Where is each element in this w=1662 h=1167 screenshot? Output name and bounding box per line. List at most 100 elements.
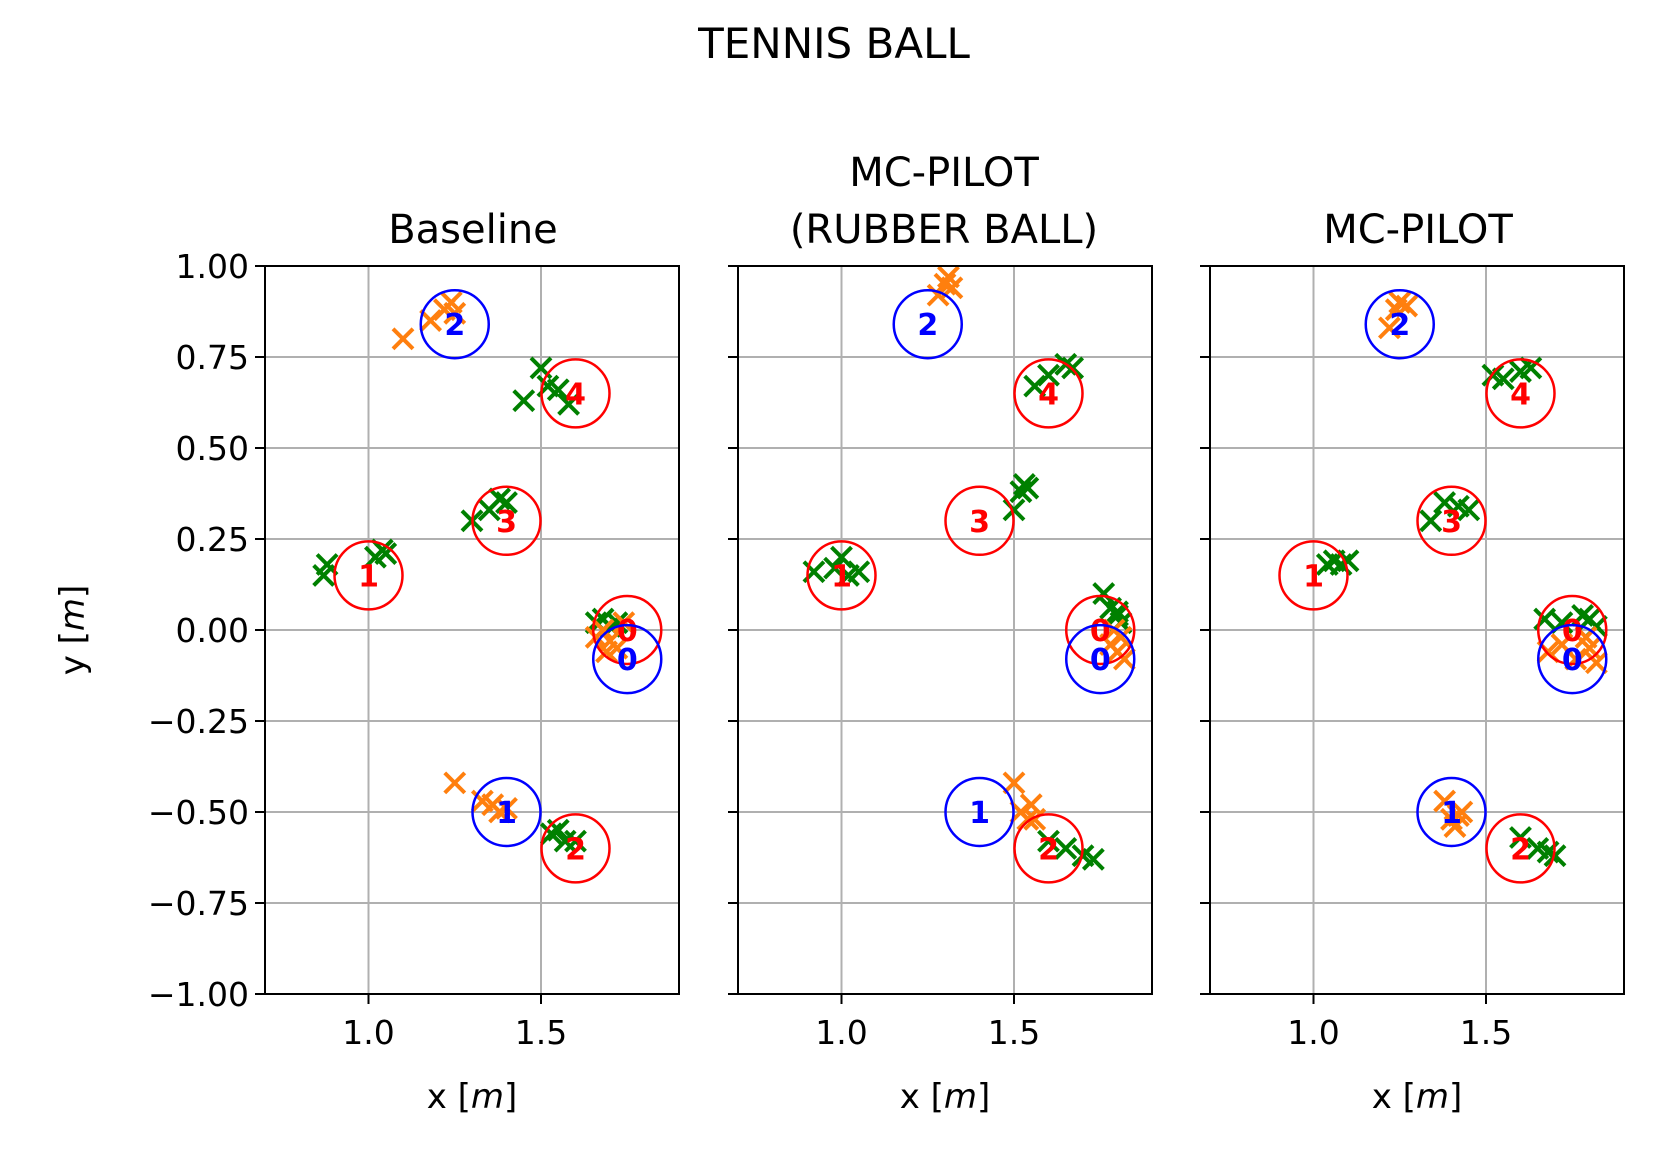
x-tick-label: 1.5	[515, 1013, 567, 1052]
y-tick-label: 0.50	[176, 429, 249, 468]
y-tick-label: 0.00	[176, 611, 249, 650]
target-circle	[333, 540, 404, 611]
target-circle	[1065, 594, 1136, 666]
green-x-point	[495, 491, 518, 515]
orange-x-point-stroke	[470, 789, 494, 813]
green-x-point-stroke	[1519, 356, 1543, 380]
orange-x-point-stroke	[1536, 640, 1560, 664]
x-tick-label: 1.5	[988, 1013, 1040, 1052]
target-circle	[1537, 594, 1608, 666]
green-x-point-stroke	[315, 553, 339, 576]
green-x-point	[553, 829, 577, 853]
x-tick-label: 1.0	[342, 1013, 394, 1052]
orange-x-point-stroke	[926, 283, 950, 307]
green-x-point-stroke	[1571, 604, 1595, 627]
thrower-circle	[1065, 623, 1136, 695]
target-label: 3	[496, 505, 517, 540]
green-x-point	[1054, 836, 1078, 860]
orange-x-point	[1450, 800, 1474, 824]
green-x-point	[1081, 847, 1105, 871]
green-x-point-stroke	[1071, 844, 1095, 868]
orange-x-point-stroke	[1388, 290, 1412, 314]
orange-x-point	[1112, 647, 1136, 671]
green-x-point-stroke	[495, 491, 518, 515]
x-axis-label: x [m]	[900, 1077, 991, 1117]
panel-title-line1: MC-PILOT	[849, 150, 1039, 196]
green-x-point-stroke	[374, 542, 398, 565]
figure-title: TENNIS BALL	[697, 19, 970, 68]
thrower-circle	[471, 776, 542, 848]
green-x-point-stroke	[546, 818, 570, 842]
green-x-point-stroke	[1037, 363, 1060, 387]
orange-x-point-stroke	[937, 265, 960, 289]
y-tick-label: 0.75	[176, 338, 249, 377]
orange-x-point-stroke	[595, 640, 618, 664]
orange-x-point-stroke	[1019, 793, 1043, 817]
green-x-point	[546, 378, 570, 402]
orange-x-point-stroke	[443, 771, 467, 795]
orange-x-point	[391, 327, 415, 351]
green-x-point	[1092, 582, 1116, 606]
green-x-point-stroke	[1526, 836, 1550, 860]
green-x-point	[1016, 476, 1040, 500]
green-x-point	[1491, 367, 1515, 391]
orange-x-point-stroke	[419, 309, 443, 333]
thrower-label: 0	[1090, 643, 1111, 678]
target-label: 1	[358, 559, 379, 594]
thrower-label: 2	[917, 308, 938, 343]
orange-x-point-stroke	[1016, 807, 1040, 831]
green-x-point	[1023, 374, 1047, 398]
orange-x-point	[1377, 316, 1401, 340]
target-circle	[540, 813, 611, 884]
target-circle	[944, 485, 1015, 557]
target-label: 1	[831, 559, 852, 594]
target-circle	[1278, 540, 1349, 611]
panel-title: MC-PILOT	[1323, 207, 1513, 253]
green-x-point	[512, 389, 536, 413]
orange-x-point	[1443, 815, 1467, 838]
target-circle	[1013, 358, 1084, 429]
target-circle	[1416, 485, 1487, 557]
green-x-point-stroke	[1054, 836, 1078, 860]
y-tick-label: −0.50	[148, 793, 249, 832]
orange-x-point-stroke	[1450, 800, 1474, 824]
target-label: 4	[1038, 377, 1059, 412]
green-x-point-stroke	[1446, 494, 1470, 518]
thrower-circle	[944, 776, 1015, 848]
y-axis-label: y [m]	[53, 585, 93, 676]
target-label: 0	[1090, 614, 1111, 649]
green-x-point	[557, 392, 581, 416]
green-x-point	[564, 829, 587, 853]
orange-x-point-stroke	[1102, 618, 1126, 642]
green-x-point-stroke	[1336, 549, 1360, 573]
orange-x-point-stroke	[443, 301, 467, 325]
target-label: 2	[565, 832, 586, 867]
green-x-point-stroke	[1037, 829, 1060, 853]
green-x-point-stroke	[1543, 844, 1567, 868]
target-label: 0	[1562, 614, 1583, 649]
x-tick-label: 1.5	[1460, 1013, 1512, 1052]
target-label: 4	[565, 377, 586, 412]
orange-x-point	[1002, 771, 1026, 795]
target-label: 3	[969, 505, 990, 540]
green-x-point-stroke	[564, 829, 587, 853]
green-x-point-stroke	[1023, 374, 1047, 398]
thrower-label: 0	[617, 643, 638, 678]
orange-x-point-stroke	[439, 290, 463, 314]
green-x-point-stroke	[1016, 476, 1040, 500]
green-x-point-stroke	[553, 829, 577, 853]
thrower-label: 0	[1562, 643, 1583, 678]
green-x-point-stroke	[1457, 498, 1481, 522]
green-x-point-stroke	[1106, 604, 1129, 627]
orange-x-point	[1395, 294, 1419, 318]
target-circle	[1485, 813, 1556, 884]
orange-x-point	[1102, 618, 1126, 642]
orange-x-point-stroke	[584, 625, 608, 649]
thrower-label: 2	[1389, 308, 1410, 343]
